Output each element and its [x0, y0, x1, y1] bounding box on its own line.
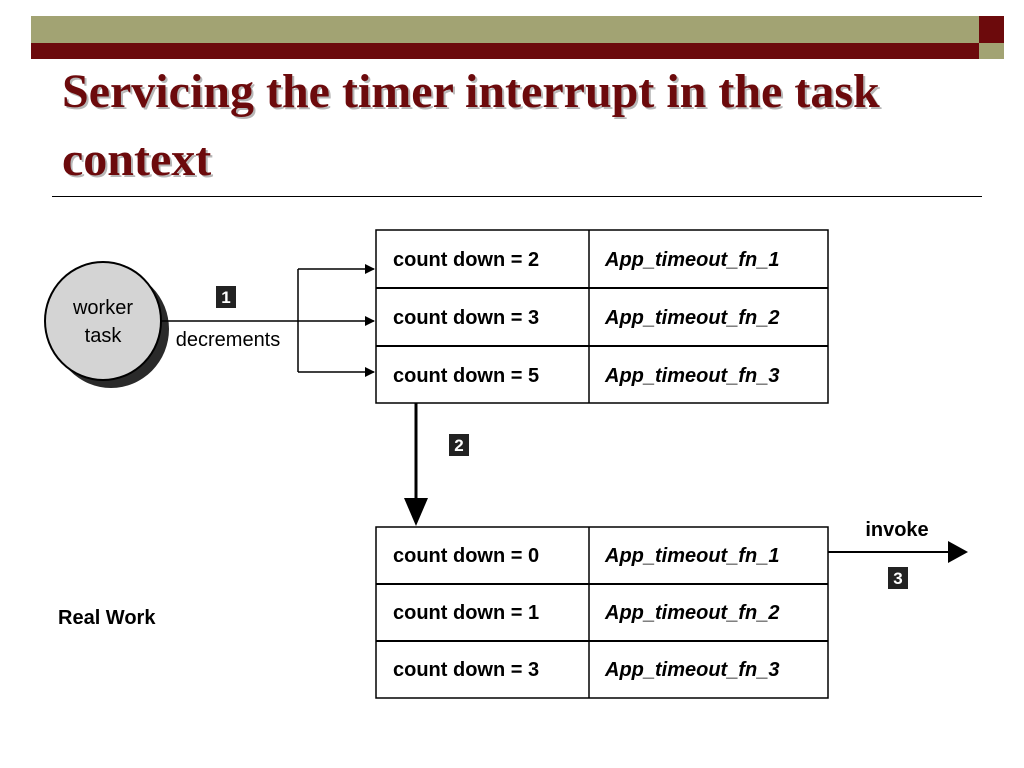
- step-2-arrow-head: [404, 498, 428, 526]
- header-maroon-bar: [31, 43, 979, 59]
- table-cell-count: count down = 5: [393, 365, 539, 387]
- table-cell-count: count down = 3: [393, 307, 539, 329]
- worker-task-line2: task: [85, 325, 123, 347]
- step-3-badge: 3: [888, 567, 908, 589]
- svg-text:1: 1: [221, 288, 230, 307]
- table-cell-fn: App_timeout_fn_3: [604, 365, 779, 387]
- decrements-label: decrements: [176, 329, 281, 351]
- timer-table-before: count down = 2 App_timeout_fn_1 count do…: [375, 229, 829, 404]
- header-corner-square-bottom: [979, 43, 1004, 59]
- header-corner-square-top: [979, 16, 1004, 43]
- step-2-badge: 2: [449, 434, 469, 456]
- worker-task-line1: worker: [72, 297, 133, 319]
- slide-title: Servicing the timer interrupt in the tas…: [62, 65, 880, 186]
- table-cell-fn: App_timeout_fn_2: [604, 307, 779, 329]
- worker-task-node: worker task: [44, 261, 169, 388]
- table-cell-count: count down = 0: [393, 545, 539, 567]
- invoke-label: invoke: [865, 519, 928, 541]
- timer-table-after: count down = 0 App_timeout_fn_1 count do…: [375, 526, 829, 699]
- table-cell-count: count down = 1: [393, 602, 539, 624]
- step-1-badge: 1: [216, 286, 236, 308]
- table-cell-count: count down = 2: [393, 249, 539, 271]
- header-olive-bar: [31, 16, 979, 43]
- table-cell-count: count down = 3: [393, 659, 539, 681]
- title-underline: [52, 196, 982, 197]
- invoke-arrow-head: [948, 541, 968, 563]
- table-cell-fn: App_timeout_fn_2: [604, 602, 779, 624]
- svg-text:2: 2: [454, 436, 463, 455]
- table-cell-fn: App_timeout_fn_3: [604, 659, 779, 681]
- real-work-label: Real Work: [58, 607, 156, 629]
- table-cell-fn: App_timeout_fn_1: [604, 249, 779, 271]
- svg-text:3: 3: [893, 569, 902, 588]
- table-cell-fn: App_timeout_fn_1: [604, 545, 779, 567]
